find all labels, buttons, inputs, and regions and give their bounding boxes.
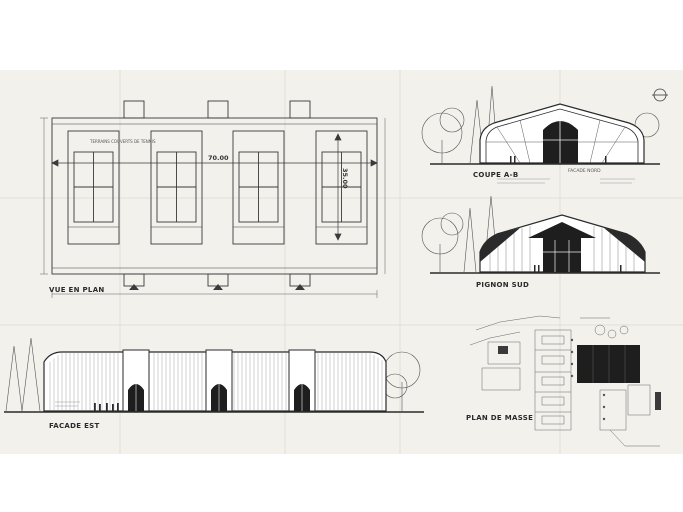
tennis-hall-roof [577, 345, 640, 383]
plan-width-dimension: 35.00 [341, 168, 349, 189]
arched-window [543, 121, 578, 163]
cross-section [421, 85, 668, 184]
facade-title: FACADE EST [49, 422, 100, 430]
tennis-court [150, 130, 203, 245]
width-dimension-line [334, 133, 342, 241]
entrance-glazing [543, 238, 581, 272]
north-arrow [652, 88, 668, 102]
people-figures [94, 403, 119, 411]
south-gable-elevation [421, 195, 660, 274]
plan-court-note: TERRAINS COUVERTS DE TENNIS [90, 139, 156, 144]
tennis-court [315, 130, 368, 245]
site-plan [469, 315, 661, 447]
entrance-marker [129, 284, 305, 290]
length-dimension-line [51, 159, 378, 167]
section-title: COUPE A-B [473, 171, 519, 179]
tennis-court [67, 130, 120, 245]
tennis-court [232, 130, 285, 245]
entrance-tower [122, 349, 150, 412]
entrance-tower [205, 349, 233, 412]
plan-title: VUE EN PLAN [49, 286, 105, 294]
plan-length-dimension: 70.00 [208, 154, 229, 162]
gable-title: PIGNON SUD [476, 281, 530, 289]
section-note: FACADE NORD [568, 169, 601, 174]
site-plan-title: PLAN DE MASSE [466, 414, 534, 422]
floor-plan [40, 100, 386, 298]
facade-cladding [49, 352, 383, 411]
east-facade-elevation [4, 337, 424, 413]
entrance-tower [288, 349, 316, 412]
